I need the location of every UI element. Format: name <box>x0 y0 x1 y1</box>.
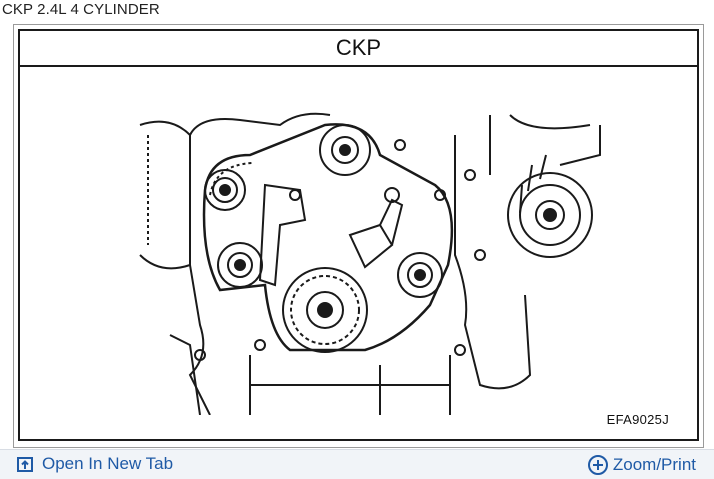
open-in-new-tab-link[interactable]: Open In New Tab <box>16 454 173 474</box>
footer-bar: Open In New Tab Zoom/Print <box>0 449 714 479</box>
figure-panel: CKP <box>18 29 699 441</box>
open-in-new-tab-label: Open In New Tab <box>42 454 174 473</box>
open-new-tab-icon <box>16 455 34 473</box>
figure-header: CKP <box>20 31 697 67</box>
page-title: CKP 2.4L 4 CYLINDER <box>2 1 160 18</box>
plus-circle-icon <box>587 454 609 476</box>
figure-code: EFA9025J <box>606 412 669 427</box>
engine-timing-belt-drawing <box>139 112 601 415</box>
zoom-print-label: Zoom/Print <box>612 455 696 474</box>
figure-frame: CKP <box>13 24 704 448</box>
zoom-print-link[interactable]: Zoom/Print <box>587 454 696 476</box>
